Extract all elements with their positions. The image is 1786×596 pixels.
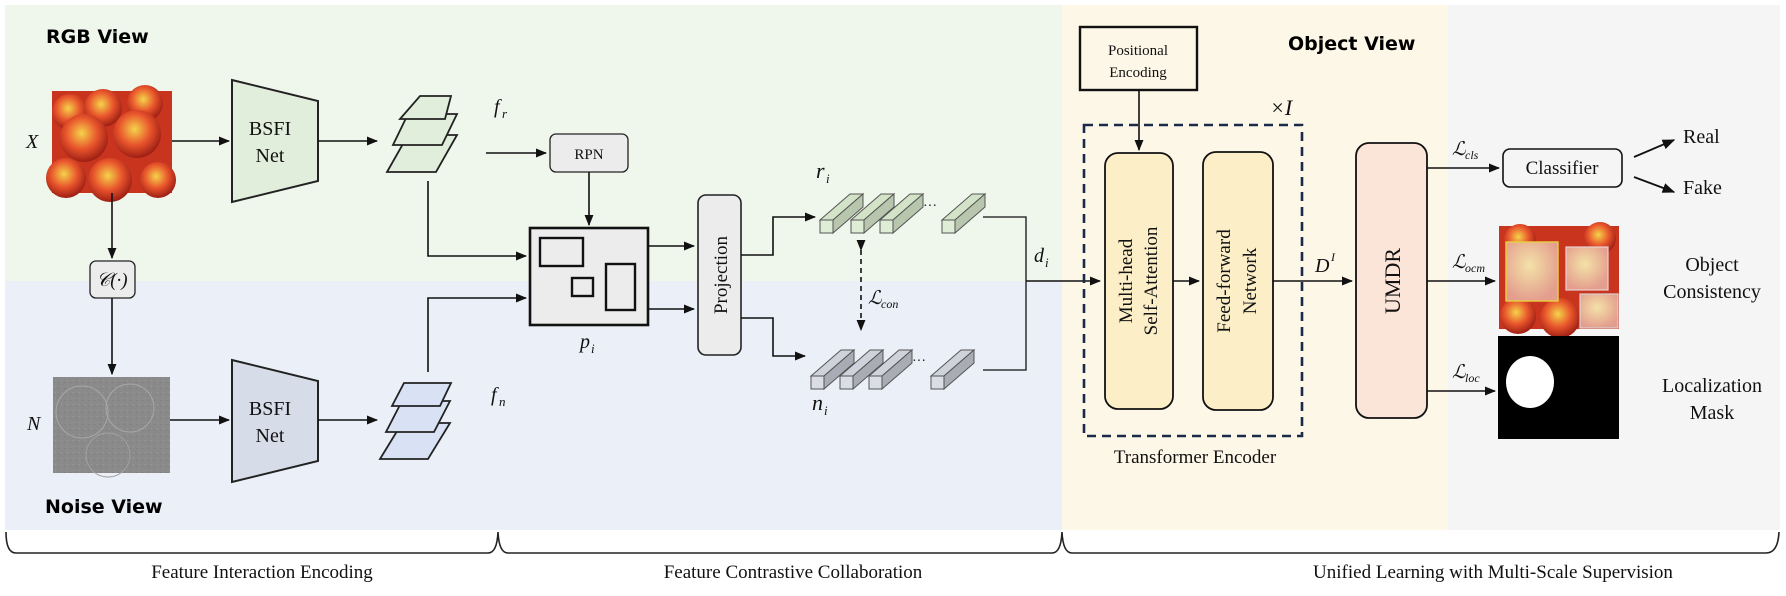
positional-encoding-line2: Encoding <box>1109 65 1167 81</box>
fused-token-label: d <box>1034 245 1045 267</box>
rgb-encoder-label-1: BSFI <box>249 118 291 140</box>
noise-feature-stack <box>378 382 453 460</box>
noise-bsfi-encoder <box>231 358 319 484</box>
encoder-output-label: D <box>1314 255 1330 277</box>
fused-token-sub: i <box>1045 255 1049 270</box>
ocm-caption-line2: Consistency <box>1663 281 1761 303</box>
ocm-loss-sub: ocm <box>1465 261 1485 275</box>
rgb-feature-label: f <box>494 96 502 118</box>
rpn-label: RPN <box>574 147 603 163</box>
rgb-token-sub: i <box>826 171 830 186</box>
noise-input-image <box>53 377 170 478</box>
noise-view-title: Noise View <box>45 496 163 518</box>
repeat-label: ×I <box>1270 95 1294 120</box>
stage-label-unified: Unified Learning with Multi-Scale Superv… <box>1313 562 1673 583</box>
proposals-sub: i <box>591 341 595 356</box>
rgb-bsfi-encoder <box>231 78 319 204</box>
loc-caption-line2: Mask <box>1690 402 1734 424</box>
ocm-loss-label: ℒ <box>1452 252 1467 273</box>
loc-caption-line1: Localization <box>1662 375 1762 397</box>
self-attention-line2: Self-Attention <box>1141 226 1162 335</box>
contrast-loss-sub: con <box>881 297 898 311</box>
noise-input-label: N <box>26 413 42 435</box>
feed-forward-line1: Feed-forward <box>1214 229 1235 333</box>
noise-feature-label: f <box>491 384 499 406</box>
token-bar-face <box>850 219 865 234</box>
cls-loss-sub: cls <box>1465 148 1479 162</box>
encoder-output-sup: I <box>1330 250 1336 264</box>
classifier-label: Classifier <box>1526 158 1599 179</box>
token-bar-face <box>810 375 825 390</box>
classifier-box <box>1502 148 1623 188</box>
stage-label-contrastive: Feature Contrastive Collaboration <box>664 562 923 583</box>
noise-feature-sub: n <box>499 394 506 409</box>
transformer-encoder-block <box>1082 123 1304 438</box>
rgb-input-image <box>46 85 176 202</box>
transformer-caption: Transformer Encoder <box>1114 447 1277 468</box>
noise-token-ellipsis: ··· <box>912 354 926 369</box>
rgb-encoder-label-2: Net <box>256 145 285 167</box>
fake-label: Fake <box>1683 177 1722 199</box>
loc-loss-sub: loc <box>1465 371 1480 385</box>
token-bar-face <box>868 375 883 390</box>
positional-encoding-line1: Positional <box>1108 43 1168 59</box>
rgb-feature-stack <box>385 95 459 173</box>
projection-label: Projection <box>711 235 732 314</box>
umdr-label: UMDR <box>1380 248 1405 314</box>
stage-label-encoding: Feature Interaction Encoding <box>151 562 373 583</box>
token-bar-face <box>819 219 834 234</box>
token-bar-face <box>839 375 854 390</box>
proposals-box <box>528 226 650 327</box>
proposals-label: p <box>578 331 590 353</box>
feed-forward-line2: Network <box>1240 247 1261 314</box>
localization-mask-image <box>1498 336 1619 439</box>
cls-loss-label: ℒ <box>1452 139 1467 160</box>
noise-encoder-label-2: Net <box>256 425 285 447</box>
ocm-caption-line1: Object <box>1685 254 1739 276</box>
rgb-token-ellipsis: ··· <box>923 199 937 214</box>
projection-box <box>697 194 742 356</box>
rgb-token-label: r <box>816 158 825 183</box>
self-attention-line1: Multi-head <box>1116 238 1137 323</box>
noise-token-sub: i <box>824 403 828 418</box>
token-bar-face <box>879 219 894 234</box>
token-bar-face <box>941 219 956 234</box>
constraint-label: 𝒞(·) <box>96 270 127 291</box>
rgb-view-title: RGB View <box>46 26 149 48</box>
noise-encoder-label-1: BSFI <box>249 398 291 420</box>
rgb-token-sequence <box>818 192 987 235</box>
loc-loss-label: ℒ <box>1452 362 1467 383</box>
real-label: Real <box>1683 126 1720 148</box>
rgb-input-label: X <box>25 131 39 153</box>
token-bar-face <box>930 375 945 390</box>
positional-encoding-box <box>1078 25 1199 92</box>
object-view-title: Object View <box>1288 33 1415 55</box>
contrast-loss-label: ℒ <box>868 288 883 309</box>
noise-token-label: n <box>812 390 823 415</box>
stage-braces <box>5 531 1780 554</box>
noise-token-sequence <box>809 348 976 391</box>
object-consistency-image <box>1499 222 1619 338</box>
rgb-feature-sub: r <box>502 106 508 121</box>
